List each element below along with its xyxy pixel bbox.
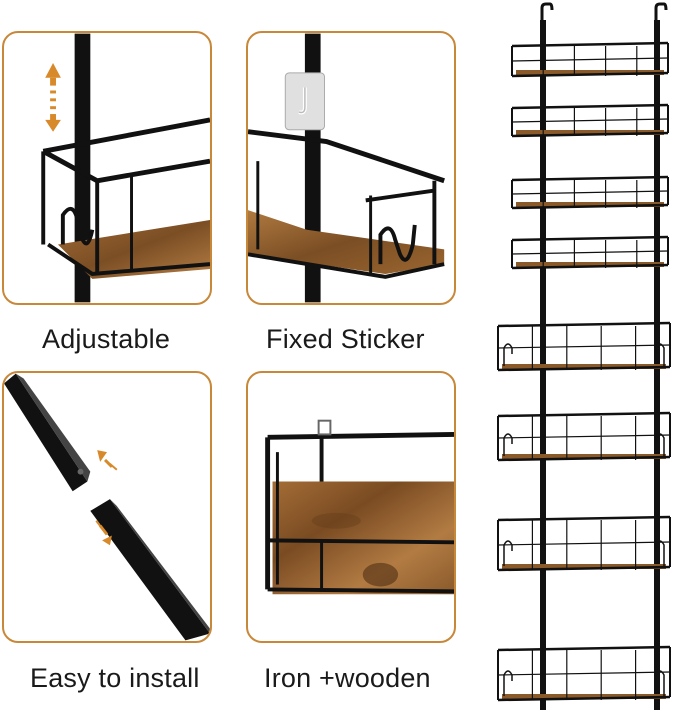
rack-shelf xyxy=(511,41,669,78)
rack-shelf xyxy=(511,175,669,210)
rack-shelf xyxy=(511,103,669,138)
easy-install-label: Easy to install xyxy=(30,663,200,693)
insert-arrows-icon xyxy=(95,450,118,546)
rack-illustration xyxy=(497,2,671,710)
rack-shelf xyxy=(511,235,669,270)
adjustable-label: Adjustable xyxy=(42,324,171,354)
iron-wooden-panel xyxy=(246,371,456,643)
fixed-sticker-panel xyxy=(246,31,456,305)
over-door-rack-product xyxy=(490,0,679,713)
rack-shelf xyxy=(497,411,671,462)
easy-install-panel xyxy=(2,371,212,643)
sticker-hook-icon xyxy=(284,72,326,131)
rack-shelf xyxy=(497,645,671,702)
fixed-sticker-illustration xyxy=(248,33,445,303)
fixed-sticker-label: Fixed Sticker xyxy=(266,324,425,354)
rack-shelf xyxy=(497,515,671,572)
up-down-arrow-icon xyxy=(45,63,61,132)
easy-install-illustration xyxy=(4,373,210,641)
adjustable-panel xyxy=(2,31,212,305)
hook-icon xyxy=(317,419,332,436)
iron-wooden-illustration xyxy=(265,419,454,595)
adjustable-illustration xyxy=(41,33,210,303)
rack-shelf xyxy=(497,321,671,372)
iron-wooden-label: Iron +wooden xyxy=(264,663,431,693)
